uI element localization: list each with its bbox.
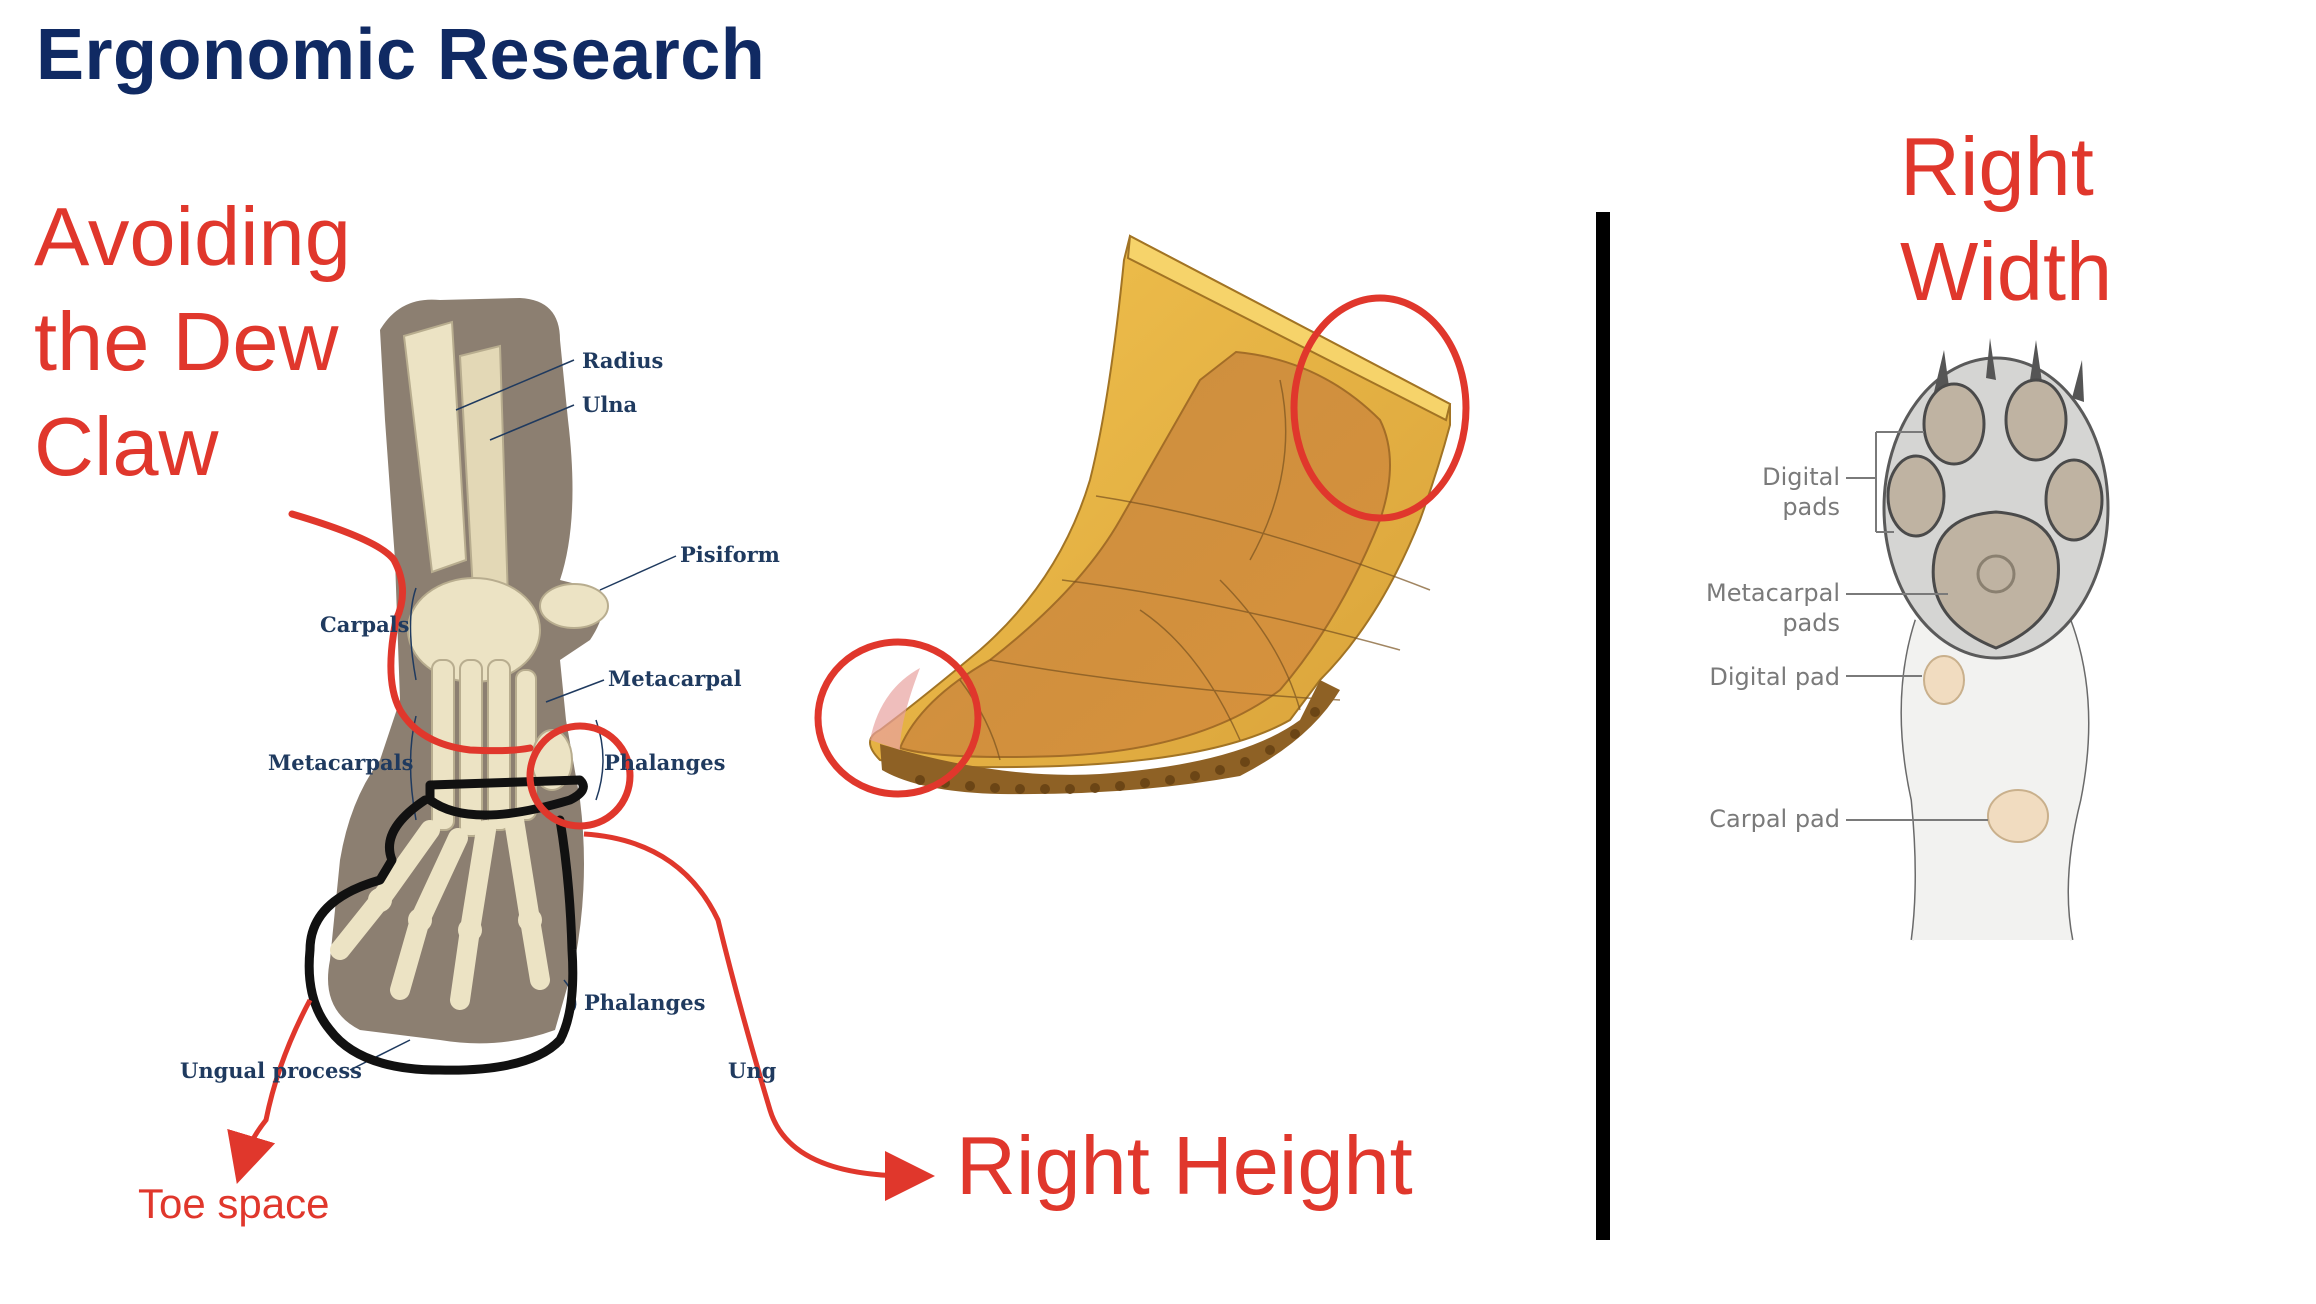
- paw-logo: [1976, 554, 2016, 594]
- slide-title: Ergonomic Research: [36, 15, 766, 95]
- bootie-inner-foot: [898, 350, 1391, 758]
- label-radius: Radius: [582, 348, 664, 373]
- carpal-pad-shape: [1987, 789, 2049, 843]
- label-carpal-pad: Carpal pad: [1709, 805, 1840, 833]
- bootie-sole: [880, 680, 1340, 795]
- paw-sketch-outline: [304, 775, 588, 1075]
- claw: [1934, 350, 1950, 394]
- bootie-3d-model: [869, 234, 1452, 795]
- right-height-arrow: [583, 831, 935, 1201]
- digital-pad-shape: [2004, 378, 2068, 462]
- digital-pad-shape: [1922, 382, 1986, 466]
- toe-joint: [408, 908, 432, 932]
- bootie-rim: [1126, 234, 1452, 422]
- digital-pad-lower: [1923, 655, 1965, 705]
- dew-claw-line: [288, 510, 534, 755]
- label-digital-pad: Digital pad: [1709, 663, 1840, 691]
- label-phalanges-upper: Phalanges: [604, 750, 726, 775]
- metacarpal-bone: [487, 659, 511, 831]
- metacarpal-pad-shape: [1931, 510, 2060, 650]
- toe-space-arrow: [227, 998, 313, 1184]
- label-metacarpal-pads: Metacarpal pads: [1706, 579, 1840, 637]
- digital-pad-shape: [2044, 458, 2104, 542]
- toe-joint: [368, 888, 392, 912]
- claw: [1986, 338, 1996, 380]
- bootie-toe-tint: [870, 668, 920, 750]
- claw: [2072, 360, 2084, 402]
- label-phalanges-lower: Phalanges: [584, 990, 706, 1015]
- annotation-dew-claw: Avoiding the Dew Claw: [34, 190, 351, 493]
- label-carpals: Carpals: [320, 612, 410, 637]
- annotation-right-height: Right Height: [956, 1119, 1413, 1212]
- annotation-toe-space: Toe space: [138, 1180, 330, 1227]
- leg-anatomy-illustration: [328, 298, 677, 1071]
- label-ulna: Ulna: [582, 392, 638, 417]
- vertical-divider: [1596, 212, 1610, 1240]
- toe-joint: [458, 918, 482, 942]
- radius-bone: [402, 320, 468, 574]
- label-metacarpal: Metacarpal: [608, 666, 742, 691]
- pisiform-bone: [539, 583, 609, 629]
- dew-claw-highlight-circle: [526, 722, 634, 830]
- label-digital-pads: Digital pads: [1762, 463, 1840, 521]
- digital-pad-shape: [1886, 454, 1946, 538]
- label-metacarpals: Metacarpals: [268, 750, 414, 775]
- claw: [2030, 340, 2042, 382]
- label-ungual-cut: Ung: [728, 1058, 777, 1083]
- label-ungual-process: Ungual process: [180, 1058, 362, 1083]
- paw-pad-illustration: [1846, 338, 2110, 941]
- bootie-rim-highlight-circle: [1290, 294, 1470, 522]
- toe-joint: [518, 908, 542, 932]
- label-pisiform: Pisiform: [680, 542, 780, 567]
- bootie-toe-highlight-circle: [814, 638, 982, 798]
- annotation-right-width: Right Width: [1900, 120, 2113, 318]
